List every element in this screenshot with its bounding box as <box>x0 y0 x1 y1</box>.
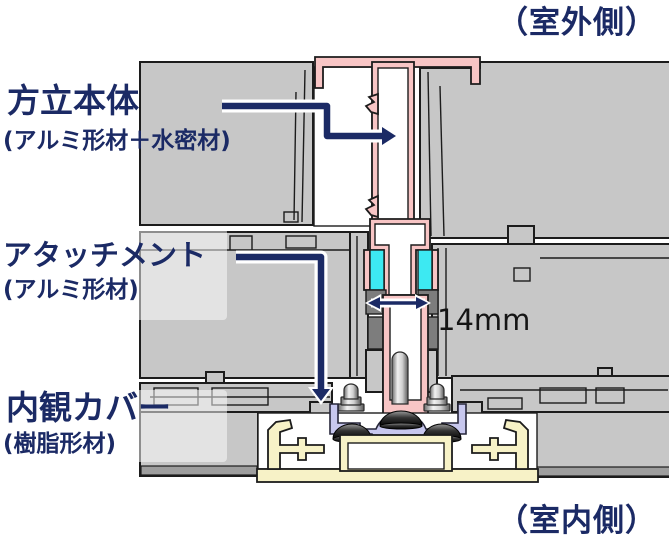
fixing-bolt <box>391 351 409 405</box>
indoor-side-label: （室内側） <box>497 503 657 539</box>
part-label-attachment: アタッチメント <box>3 238 207 272</box>
part-label-mullion-body: 方立本体 <box>7 81 139 120</box>
leader-arrow-mullion <box>222 99 400 149</box>
interior-cover-assembly <box>256 403 539 483</box>
resin-cover-hook-right <box>471 418 529 470</box>
dome-head-center <box>379 410 423 427</box>
part-material-mullion-body: (アルミ形材＋水密材) <box>3 128 231 154</box>
mullion-lower-channel <box>382 294 429 416</box>
seal-right <box>417 249 433 291</box>
leader-arrow-attachment <box>236 250 334 405</box>
mullion-body-profile <box>313 56 481 301</box>
watertight-clip-lower <box>364 194 379 219</box>
part-label-interior-cover: 内観カバー <box>6 388 171 427</box>
watertight-clip-upper <box>364 92 379 116</box>
fixing-screw-right <box>423 383 451 412</box>
dimension-label-14mm: 14mm <box>437 303 531 337</box>
label-backplate-attachment <box>135 228 227 320</box>
watertight-seals <box>363 249 439 291</box>
part-material-interior-cover: (樹脂形材) <box>3 431 117 457</box>
part-material-attachment: (アルミ形材) <box>3 277 139 303</box>
seal-left <box>369 249 385 291</box>
dimension-arrow-14mm <box>365 294 431 312</box>
frame-panels <box>139 61 669 478</box>
fixing-screw-left <box>337 383 365 412</box>
outdoor-side-label: （室外側） <box>497 5 657 41</box>
label-backplate-cover <box>135 390 227 462</box>
resin-cover-hook-left <box>267 418 325 470</box>
